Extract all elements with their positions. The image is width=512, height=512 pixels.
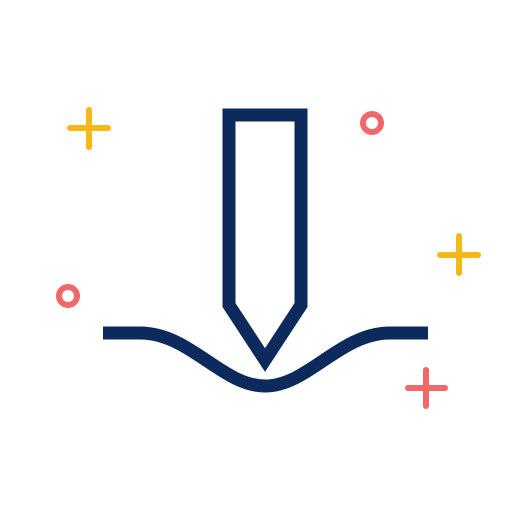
plus-sparkle-icon — [405, 367, 448, 409]
plus-sparkle-icon — [437, 233, 481, 276]
needle-icon — [222, 108, 308, 372]
circle-sparkle-icon — [360, 111, 384, 135]
surface-curve — [103, 326, 428, 393]
circle-sparkle-icon — [56, 284, 80, 308]
plus-sparkle-icon — [67, 107, 111, 150]
